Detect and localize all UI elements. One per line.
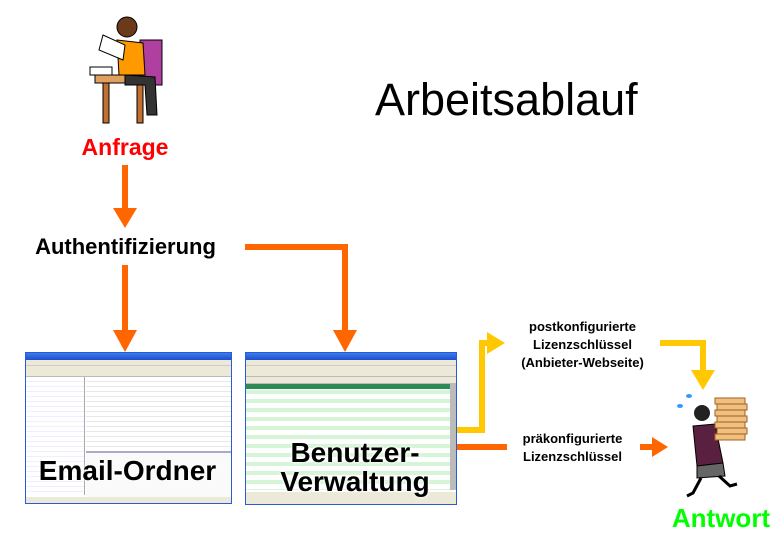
post-line-3: (Anbieter-Webseite): [521, 355, 644, 370]
arrow-post-to-response: [660, 340, 715, 390]
response-label: Antwort: [671, 503, 771, 533]
person-carrying-papers-icon: [677, 394, 748, 498]
spreadsheet-screenshot: [245, 352, 457, 505]
user-admin-label-line1: Benutzer-: [290, 437, 420, 468]
pre-line-2: Lizenzschlüssel: [523, 449, 622, 464]
arrow-auth-to-email: [113, 265, 137, 352]
email-folder-label: Email-Ordner: [38, 455, 217, 486]
arrow-useradmin-to-post: [455, 332, 505, 433]
pre-configured-keys-label: präkonfigurierte Lizenzschlüssel: [505, 430, 640, 466]
post-line-1: postkonfigurierte: [529, 319, 636, 334]
diagram-title: Arbeitsablauf: [375, 74, 638, 125]
post-configured-keys-label: postkonfigurierte Lizenzschlüssel (Anbie…: [495, 318, 670, 372]
arrow-pre-to-response: [640, 437, 668, 457]
authentication-label: Authentifizierung: [35, 234, 216, 259]
email-client-screenshot: [25, 352, 232, 504]
user-admin-label: Benutzer- Verwaltung: [260, 438, 450, 496]
pre-line-1: präkonfigurierte: [522, 431, 623, 446]
arrow-auth-to-useradmin: [245, 244, 357, 352]
post-line-2: Lizenzschlüssel: [533, 337, 632, 352]
request-label: Anfrage: [81, 134, 169, 160]
arrow-request-to-auth: [113, 165, 137, 228]
reading-person-icon: [89, 16, 163, 124]
user-admin-label-line2: Verwaltung: [280, 466, 430, 497]
